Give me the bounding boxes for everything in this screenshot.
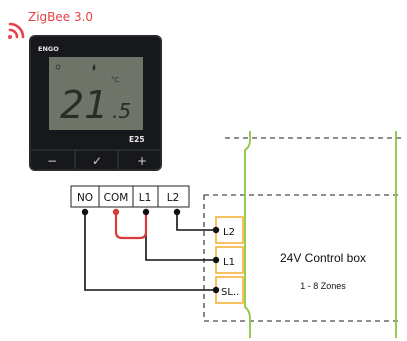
input-label-l1: L1 [223,257,235,268]
dot-input-l1 [212,256,220,264]
plus-button[interactable]: + [137,154,147,168]
input-label-sl: SL.. [221,287,239,298]
wifi-signal-icon [8,22,25,39]
control-box-enclosure [203,137,402,322]
terminal-l2 [157,185,190,208]
wires [84,212,216,291]
connection-points [81,208,220,294]
wire-no-to-sl [84,212,216,291]
minus-button[interactable]: − [47,154,57,168]
zigbee-badge: ZigBee 3.0 [8,10,93,39]
wire-l2 [176,212,216,231]
com-l1-bridge [114,213,148,240]
terminal-label-l2: L2 [167,192,180,204]
thermostat-lcd [49,57,143,130]
dot-input-sl [212,286,220,294]
model-mark: E25 [129,135,145,144]
dot-no [81,208,89,216]
terminal-label-com: COM [104,192,129,204]
temperature-value: 21 [60,83,108,127]
control-box-subtitle: 1 - 8 Zones [300,281,346,291]
wire-l1 [145,212,216,261]
dot-com [112,208,120,216]
terminal-label-l1: L1 [139,192,152,204]
thermostat-brand: ENGO [38,45,59,53]
control-box-terminal-block: L2 L1 SL.. [215,216,244,304]
clock-icon [55,64,61,70]
temperature-decimal: .5 [112,99,131,123]
dot-l2 [173,208,181,216]
flame-icon [92,64,96,71]
terminal-label-no: NO [77,192,93,204]
dot-l1 [142,208,150,216]
control-box-bracket-left [244,131,251,338]
input-label-l2: L2 [223,227,235,238]
thermostat-terminal-block: NO COM L1 L2 [70,185,190,208]
input-terminal-sl [215,276,244,304]
dot-input-l2 [212,226,220,234]
control-box-title: 24V Control box [280,251,366,265]
zigbee-label: ZigBee 3.0 [28,10,93,24]
thermostat: ENGO °C 21 .5 E25 − ✓ + [29,35,162,171]
confirm-button[interactable]: ✓ [92,154,102,168]
temperature-unit: °C [111,76,120,84]
